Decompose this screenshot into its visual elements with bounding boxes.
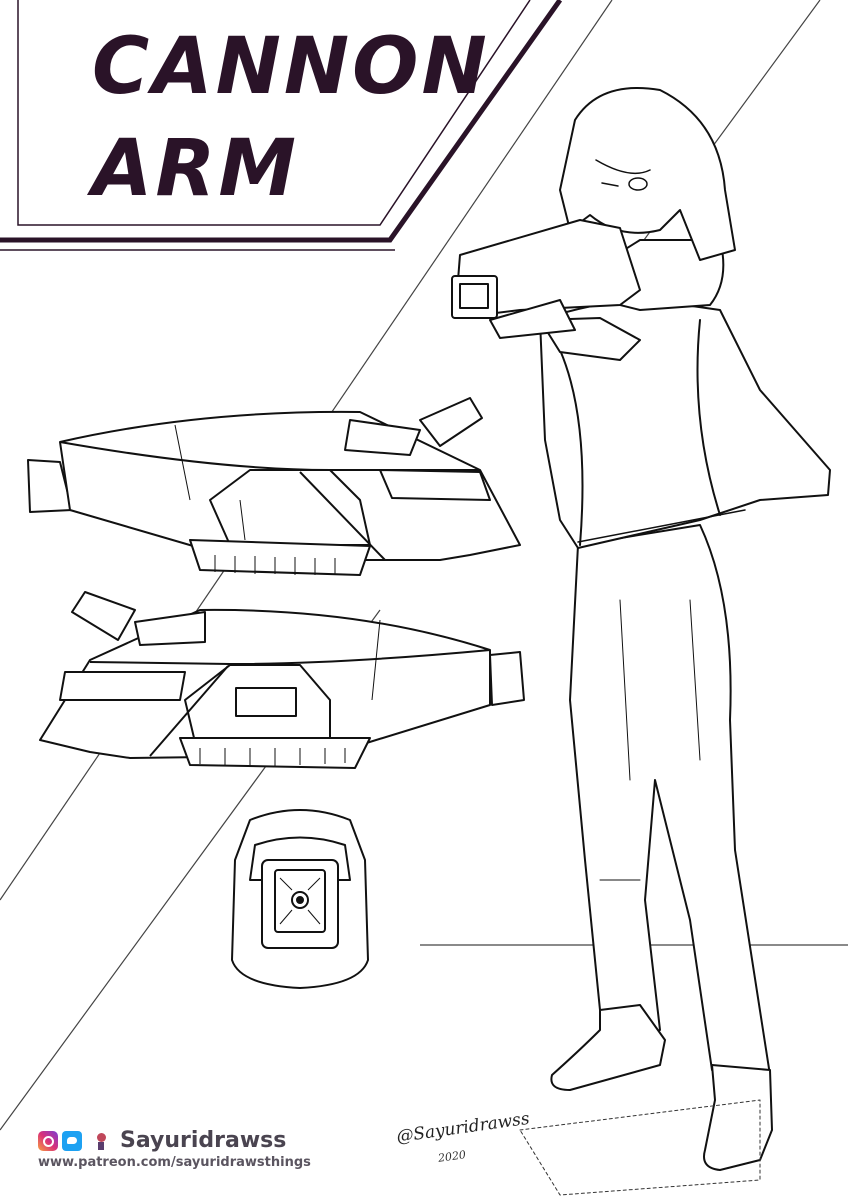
cannon-front-view [231,809,369,989]
patreon-url: www.patreon.com/sayuridrawsthings [38,1155,311,1170]
instagram-icon [38,1130,58,1151]
page-title-line-1: CANNON [92,22,490,112]
page-title-line-2: ARM [92,124,300,214]
cannon-view-right-facing [39,591,525,769]
patreon-icon [94,1131,112,1151]
artist-credits: Sayuridrawss www.patreon.com/sayuridraws… [38,1128,311,1170]
cannon-view-left-facing [27,397,521,576]
artist-handle: Sayuridrawss [120,1128,287,1153]
social-row: Sayuridrawss [38,1128,311,1153]
title-frame [0,0,563,251]
character-figure [451,87,831,1196]
twitter-icon [62,1130,82,1151]
